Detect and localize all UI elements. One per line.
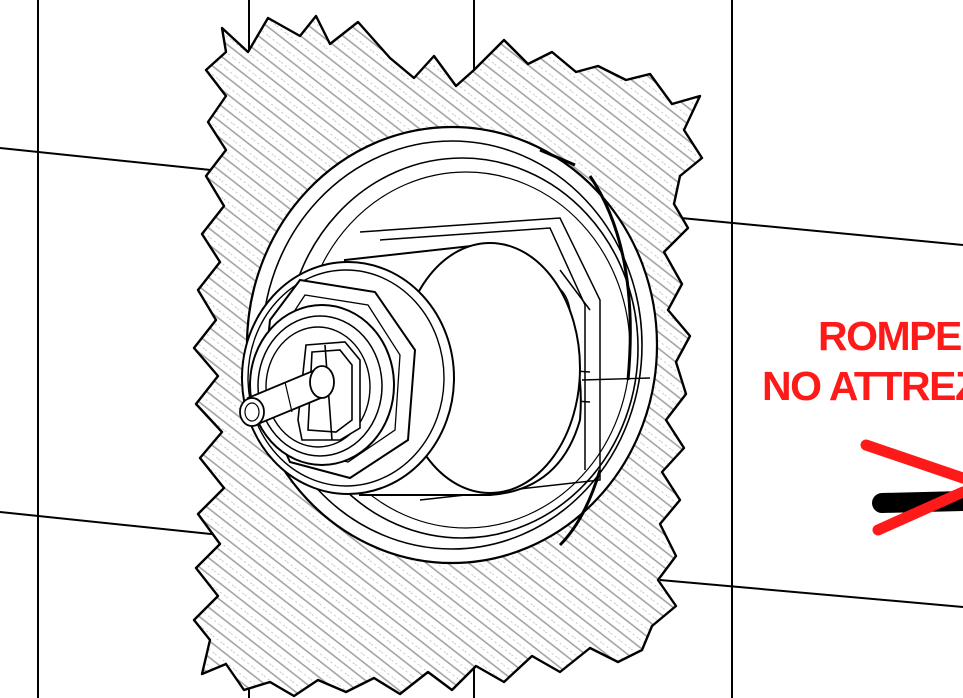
- red-cross-icon: [860, 439, 963, 536]
- warning-text-line2: NO ATTREZ: [762, 363, 963, 409]
- warning-text-line1: ROMPER: [818, 313, 963, 359]
- spindle-shaft: [239, 365, 335, 427]
